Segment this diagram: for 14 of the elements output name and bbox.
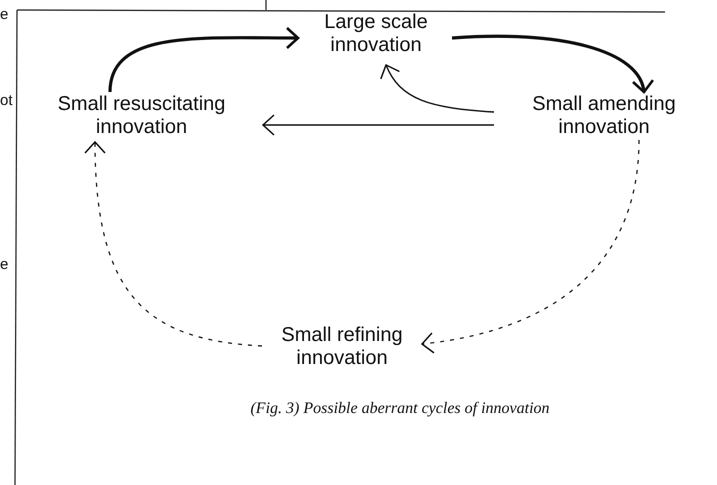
node-label: Small refining innovation <box>280 324 404 370</box>
arrow <box>380 64 494 113</box>
figure-caption: (Fig. 3) Possible aberrant cycles of innovation <box>249 400 551 418</box>
node-label: Small resuscitating innovation <box>56 93 226 139</box>
node-label: Large scale innovation <box>323 11 429 57</box>
node-label: Small amending innovation <box>531 93 677 139</box>
text-fragment: e <box>0 6 8 23</box>
text-fragment: e <box>0 256 8 273</box>
text-fragment: ot <box>0 92 13 109</box>
arrow <box>452 34 652 94</box>
arrow <box>108 26 300 92</box>
arrow <box>262 114 494 136</box>
dashed-arrow <box>84 141 262 347</box>
dashed-arrow <box>421 140 640 354</box>
